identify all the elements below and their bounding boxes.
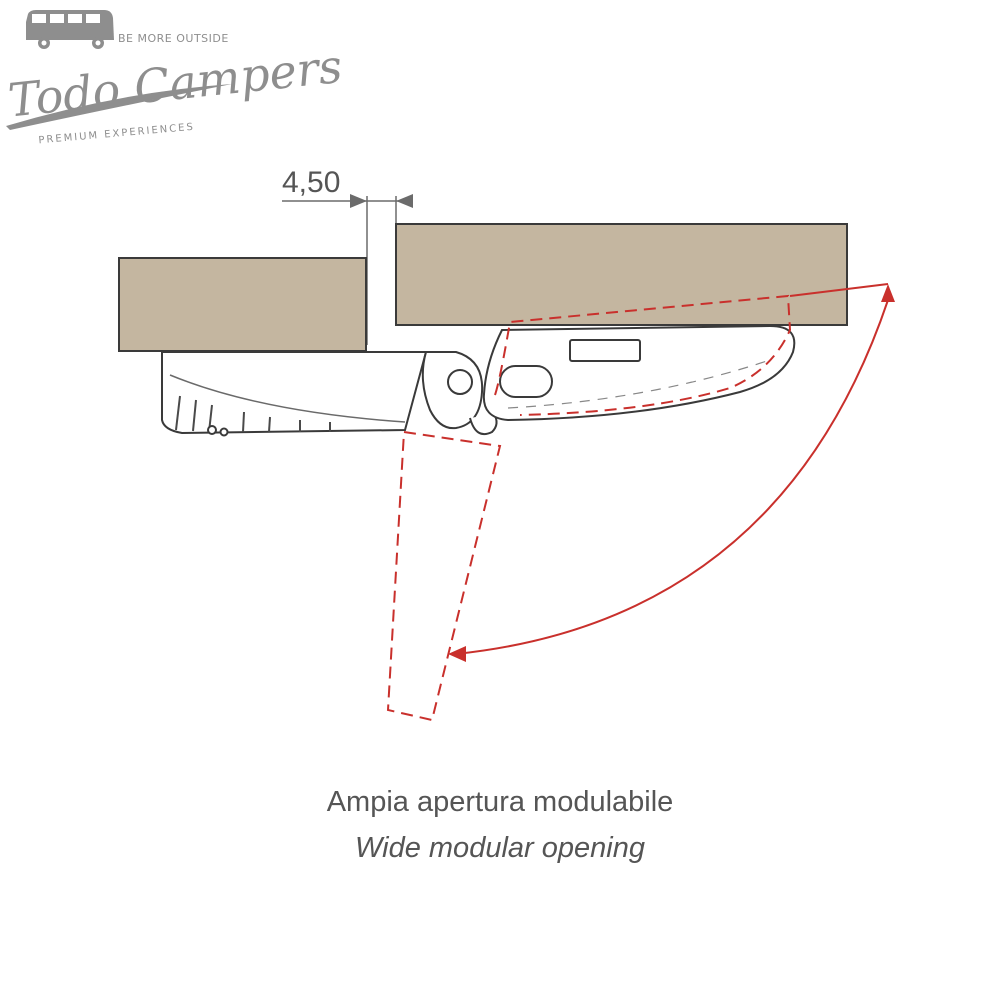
opening-path	[386, 294, 792, 722]
dimension-arrow-left	[350, 194, 367, 208]
gap-dimension: 4,50	[282, 166, 413, 345]
arc-arrow-top	[881, 284, 895, 302]
door-open-outline	[386, 430, 502, 722]
logo-swoosh	[6, 84, 232, 130]
hinge-pivot	[447, 369, 473, 395]
swing-arc	[455, 299, 889, 655]
logo-tagline-top: BE MORE OUTSIDE	[118, 32, 229, 45]
logo-tagline-bottom: PREMIUM EXPERIENCES	[38, 122, 195, 147]
arm-open-outline	[494, 294, 792, 416]
dimension-arrow-right	[396, 194, 413, 208]
hinge-mechanism	[161, 324, 796, 437]
brand-logo: BE MORE OUTSIDE Todo Campers PREMIUM EXP…	[6, 10, 345, 146]
van-icon	[26, 10, 114, 49]
gap-dimension-label: 4,50	[282, 166, 340, 199]
caption-english: Wide modular opening	[355, 832, 645, 864]
caption-italian: Ampia apertura modulabile	[326, 786, 674, 818]
arm-cap-icon	[569, 339, 641, 362]
hinge-arm	[482, 324, 796, 422]
door-panel	[395, 223, 848, 326]
arc-arrow-bottom	[448, 646, 466, 662]
arm-slot-icon	[499, 365, 553, 398]
cabinet-panel	[118, 257, 367, 352]
